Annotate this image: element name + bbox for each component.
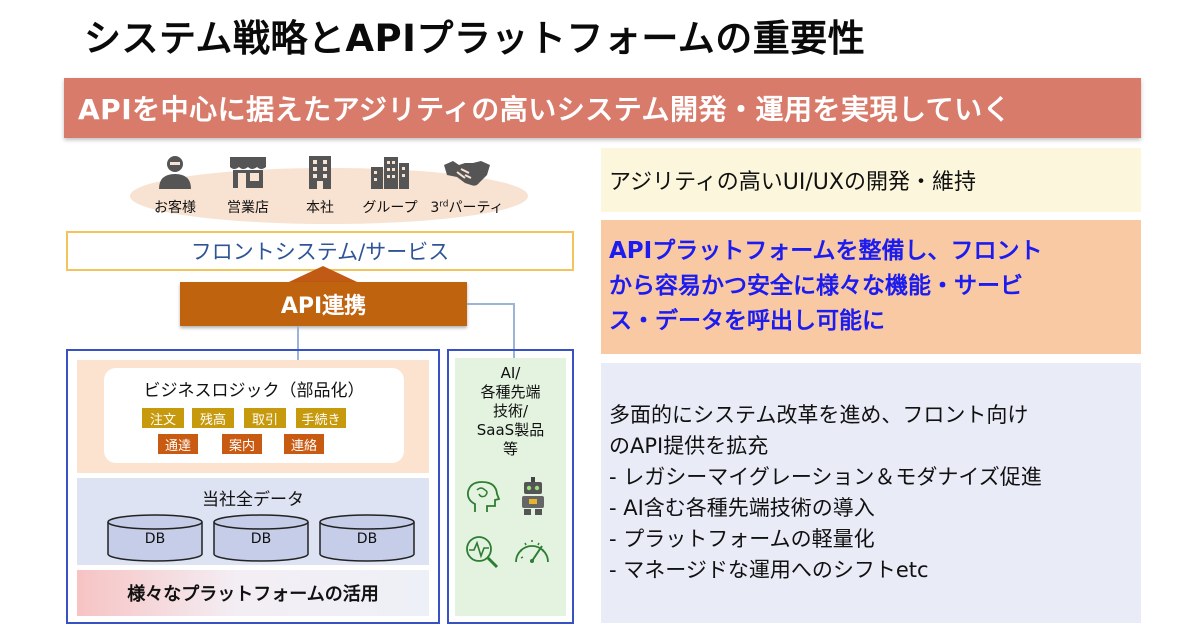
platform-bar: 様々なプラットフォームの活用 [77,570,429,616]
database-label: DB [356,531,378,547]
user-label: 本社 [306,200,334,216]
database-label: DB [144,531,166,547]
database-icon [107,514,203,562]
user-group: グループ [350,155,430,217]
front-system-box: フロントシステム/サービス [66,231,574,271]
person-icon [159,156,191,189]
api-platform-text: APIプラットフォームを整備し、フロント [609,238,1043,264]
reform-text: 多面的にシステム改革を進め、フロント向け [609,403,1029,427]
user-label: 営業店 [227,200,269,216]
reform-bullet: - AI含む各種先端技術の導入 [609,496,875,520]
reform-bullet: - レガシーマイグレーション＆モダナイズ促進 [609,465,1042,489]
front-system-label: フロントシステム/サービス [190,240,450,264]
reform-bullet: - プラットフォームの軽量化 [609,527,875,551]
api-platform-text: ス・データを呼出し可能に [609,308,885,334]
building-icon [309,156,331,189]
user-headquarters: 本社 [280,155,360,217]
core-system-frame [66,349,440,624]
analytics-icon [466,536,499,569]
logic-tag: 案内 [222,434,262,454]
brain-icon [466,481,501,512]
logic-tag: 連絡 [284,434,324,454]
api-link-label: API連携 [280,294,367,319]
gauge-icon [515,540,549,563]
user-label: お客様 [154,200,196,216]
logic-tag: 取引 [244,408,286,428]
handshake-icon [444,161,490,186]
company-data-title: 当社全データ [202,490,304,510]
system-reform-panel: 多面的にシステム改革を進め、フロント向け のAPI提供を拡充 - レガシーマイグ… [601,363,1141,623]
logic-tag: 残高 [192,408,234,428]
uiux-text: アジリティの高いUI/UXの開発・維持 [609,170,976,195]
database-label: DB [250,531,272,547]
reform-bullet: - マネージドな運用へのシフトetc [609,558,929,582]
robot-icon [522,477,544,515]
api-link-bar: API連携 [180,282,467,326]
reform-text: のAPI提供を拡充 [609,434,769,458]
api-platform-panel: APIプラットフォームを整備し、フロント から容易かつ安全に様々な機能・サービ … [601,220,1141,354]
ai-frame [447,349,574,624]
page-title: システム戦略とAPIプラットフォームの重要性 [84,17,866,60]
logic-tag: 通達 [158,434,198,454]
user-customer: お客様 [135,155,215,217]
connector-line [513,303,515,359]
store-icon [230,157,266,188]
database-icon [319,514,415,562]
user-label: 3rdパーティ [430,199,504,216]
uiux-panel: アジリティの高いUI/UXの開発・維持 [601,148,1141,212]
business-logic-title: ビジネスロジック（部品化） [143,381,365,401]
headline-banner: APIを中心に据えたアジリティの高いシステム開発・運用を実現していく [64,78,1141,138]
connector-line [467,303,514,305]
api-platform-text: から容易かつ安全に様々な機能・サービ [609,273,1023,299]
platform-label: 様々なプラットフォームの活用 [127,584,379,605]
logic-tag: 手続き [296,408,346,428]
user-branch: 営業店 [208,155,288,217]
logic-tag: 注文 [142,408,184,428]
banner-text: APIを中心に据えたアジリティの高いシステム開発・運用を実現していく [78,93,1012,126]
ai-panel [455,358,566,616]
connector-line [297,326,299,362]
user-label: グループ [362,200,418,216]
database-icon [213,514,309,562]
user-third-party: 3rdパーティ [427,155,507,217]
buildings-icon [371,157,409,189]
ai-text: AI/ 各種先端 技術/ SaaS製品 等 [476,364,545,458]
